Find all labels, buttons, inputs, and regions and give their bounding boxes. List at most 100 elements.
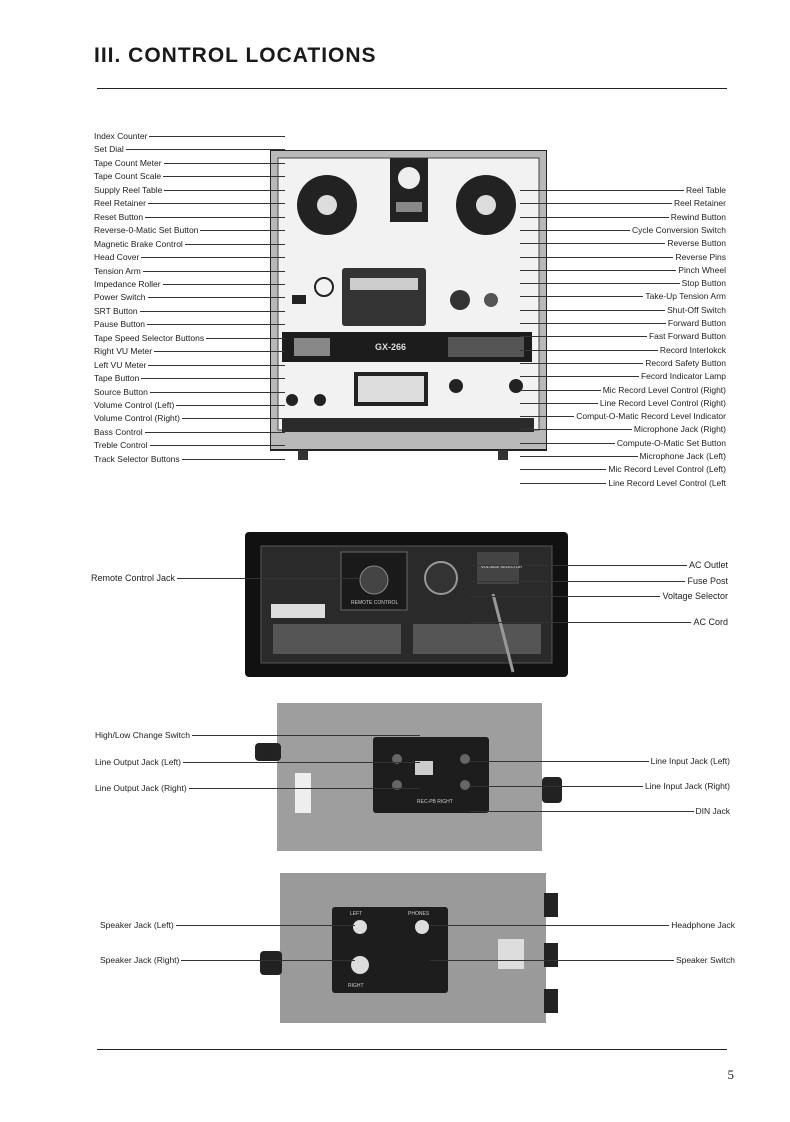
callout-label: Stop Button [682,278,726,288]
callout-label: Fast Forward Button [649,331,726,341]
leader-line [176,405,285,406]
leader-line [147,324,285,325]
leader-line [154,351,285,352]
callout-label: Track Selector Buttons [94,454,180,464]
leader-line [182,459,285,460]
leader-line [140,311,285,312]
leader-line [470,596,660,597]
leader-line [148,365,285,366]
leader-line [176,925,355,926]
leader-line [163,284,285,285]
leader-line [470,581,685,582]
leader-line [520,483,606,484]
leader-line [189,788,420,789]
callout-label: Bass Control [94,427,143,437]
callout-label: Remote Control Jack [91,573,175,583]
side2-right-text: RIGHT [348,983,364,989]
callout-label: Cycle Conversion Switch [632,225,726,235]
callout-label: AC Cord [693,617,728,627]
leader-line [149,136,285,137]
callout-label: Record Interlokck [660,345,726,355]
leader-line [182,418,285,419]
leader-line [163,176,285,177]
callout-label: Reel Table [686,185,726,195]
side1-panel-text: REC-PB RIGHT [417,799,453,805]
callout-label: Right VU Meter [94,346,152,356]
leader-line [126,149,285,150]
leader-line [520,323,666,324]
leader-line [181,960,355,961]
callout-label: Tape Count Scale [94,171,161,181]
callout-label: Speaker Jack (Right) [100,955,179,965]
title-rule [97,88,727,89]
callout-label: Left VU Meter [94,360,146,370]
front-panel-photo: GX-266 [270,150,547,460]
leader-line [145,217,285,218]
callout-label: Tape Speed Selector Buttons [94,333,204,343]
leader-line [141,257,285,258]
callout-label: Voltage Selector [662,591,728,601]
leader-line [200,230,285,231]
leader-line [520,296,643,297]
leader-line [520,350,658,351]
callout-label: Fuse Post [687,576,728,586]
callout-label: Line Record Level Control (Right) [600,398,726,408]
leader-line [164,190,285,191]
leader-line [430,925,669,926]
callout-label: Record Safety Button [645,358,726,368]
callout-label: SRT Button [94,306,138,316]
svg-text:GX-266: GX-266 [375,342,406,352]
callout-label: Fecord Indicator Lamp [641,371,726,381]
leader-line [520,243,665,244]
rear-panel-photo: REMOTE CONTROL VOLTAGE SELECTOR [245,532,568,677]
leader-line [470,622,691,623]
leader-line [470,761,649,762]
remote-control-text: REMOTE CONTROL [351,600,398,606]
leader-line [470,811,694,812]
callout-label: Line Input Jack (Left) [651,756,730,766]
callout-label: Forward Button [668,318,726,328]
callout-label: Compute-O-Matic Set Button [617,438,726,448]
leader-line [520,336,647,337]
callout-label: Power Switch [94,292,146,302]
callout-label: Pause Button [94,319,145,329]
leader-line [520,403,598,404]
callout-label: High/Low Change Switch [95,730,190,740]
leader-line [183,762,420,763]
leader-line [520,390,601,391]
page-number: 5 [728,1067,735,1083]
leader-line [520,257,673,258]
leader-line [150,445,285,446]
callout-label: Treble Control [94,440,148,450]
leader-line [520,217,669,218]
callout-label: Reset Button [94,212,143,222]
leader-line [520,310,665,311]
leader-line [430,960,674,961]
callout-label: Tape Button [94,373,139,383]
callout-label: Speaker Jack (Left) [100,920,174,930]
leader-line [143,271,285,272]
callout-label: Volume Control (Right) [94,413,180,423]
callout-label: Reverse Button [667,238,726,248]
callout-label: Mic Record Level Control (Right) [603,385,726,395]
callout-label: Line Output Jack (Left) [95,757,181,767]
callout-label: Headphone Jack [671,920,735,930]
callout-label: Source Button [94,387,148,397]
leader-line [520,230,630,231]
callout-label: Head Cover [94,252,139,262]
callout-label: DIN Jack [696,806,730,816]
leader-line [470,786,643,787]
leader-line [520,270,676,271]
callout-label: Rewind Button [671,212,726,222]
leader-line [520,363,643,364]
leader-line [520,416,574,417]
callout-label: Magnetic Brake Control [94,239,183,249]
leader-line [141,378,285,379]
callout-label: Reverse-0-Matic Set Button [94,225,198,235]
leader-line [520,443,615,444]
callout-label: Line Output Jack (Right) [95,783,187,793]
leader-line [520,429,632,430]
leader-line [150,392,285,393]
callout-label: Reel Retainer [94,198,146,208]
callout-label: Impedance Roller [94,279,161,289]
